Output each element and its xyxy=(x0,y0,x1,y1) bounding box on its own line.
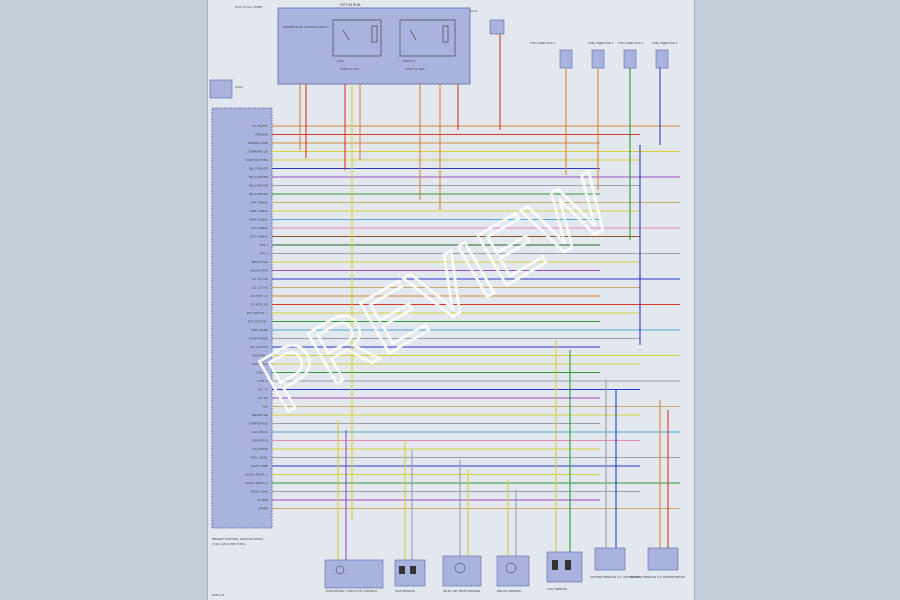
relay-switch-label: SWITCH xyxy=(403,59,415,63)
ecm-pin-label: 5V RTN xyxy=(257,498,268,502)
power-distribution-box xyxy=(277,7,471,85)
ecm-pin-labels: 5V SUPPLY GROUND SENSOR GND TERMINAL 30 IGNI… xyxy=(245,124,269,511)
ecm-pin-label: GEN FIELD xyxy=(252,439,269,443)
svg-text:ELECTRONIC THROTTLE CONTROL: ELECTRONIC THROTTLE CONTROL xyxy=(326,589,378,593)
ecm-pin-label: IGNITION FEED xyxy=(246,158,269,162)
footer-label: PCM 1/3 xyxy=(212,593,224,597)
ecm-pin-label: ECT SIGNAL xyxy=(250,235,268,239)
ecm-pin-label: O2 1/1 SIG xyxy=(252,277,269,281)
sensor-knock: KNOCK SENSOR xyxy=(496,555,530,593)
sensor-o2-downstream: OXYGEN SENSOR 1/2 DOWNSTREAM xyxy=(630,547,685,579)
ecm-pin-label: SPARE xyxy=(258,507,268,511)
hot-in-run-label: HOT IN RUN xyxy=(340,3,361,7)
ecm-pin-label: 5V SUPPLY xyxy=(252,124,268,128)
ecm-pin-label: MAP SIGNAL xyxy=(250,218,269,222)
ecm-pin-label: OIL PRESS xyxy=(253,447,269,451)
ecm-pin-label: SENSOR GND xyxy=(248,141,269,145)
ground-label: G101 xyxy=(235,85,243,89)
fuel-injector-4: FUEL INJECTOR 4 xyxy=(652,41,678,69)
ecm-pin-label: IAT SIGNAL xyxy=(251,226,268,230)
ecm-pin-label: KNOCK SIG xyxy=(251,260,268,264)
ecm-pin-label: ASD RELAY xyxy=(251,430,268,434)
ecm-pin-label: CAN C+ xyxy=(256,371,268,375)
engine-control-module xyxy=(211,107,273,529)
ecm-pin-label: O2 1/2 SIG xyxy=(252,286,269,290)
fuel-injector-3: FUEL INJECTOR 3 xyxy=(618,41,644,69)
hot-at-all-times-label: HOT AT ALL TIMES xyxy=(235,5,263,9)
ecm-pin-label: CKP SIGNAL xyxy=(250,201,268,205)
svg-text:CAM SENSOR: CAM SENSOR xyxy=(547,587,567,591)
ecm-pin-label: STARTER RLY xyxy=(249,422,269,426)
ecm-pin-label: PEDAL GND xyxy=(250,490,268,494)
powertrain-relay: COIL POWERTRAIN CONTROL RELAY xyxy=(283,19,382,63)
module-subtitle: (3.6L) (W/O E85 FUEL) xyxy=(212,542,246,546)
ecm-pin-label: ACCEL PEDAL 1 xyxy=(245,473,268,477)
svg-text:OXYGEN SENSOR 1/2 DOWNSTREAM: OXYGEN SENSOR 1/2 DOWNSTREAM xyxy=(630,575,685,579)
ecm-pin-label: SCI TX xyxy=(258,388,268,392)
svg-text:MAP SENSOR: MAP SENSOR xyxy=(395,589,415,593)
splice-box xyxy=(489,19,505,35)
splice-label: S131 xyxy=(470,9,478,13)
secondary-relay: SWITCH xyxy=(399,19,456,63)
svg-text:FUEL INJECTOR 4: FUEL INJECTOR 4 xyxy=(652,41,678,45)
svg-text:FUEL INJECTOR 3: FUEL INJECTOR 3 xyxy=(618,41,644,45)
ecm-pin-label: ACCEL PEDAL 2 xyxy=(245,481,268,485)
ecm-pin-label: INJ 2 DRIVER xyxy=(249,175,268,179)
relay-coil-label: COIL xyxy=(337,59,344,63)
ecm-pin-label: TERMINAL 30 xyxy=(247,150,268,154)
ecm-pin-label: RAD FAN 2 xyxy=(252,362,268,366)
svg-text:FUEL INJECTOR 2: FUEL INJECTOR 2 xyxy=(588,41,614,45)
svg-text:FUEL INJECTOR 1: FUEL INJECTOR 1 xyxy=(530,41,556,45)
relay-title-label: POWERTRAIN CONTROL RELAY xyxy=(283,25,329,29)
ecm-pin-label: O2 HTR 1/2 xyxy=(251,303,268,307)
sensor-throttle: ELECTRONIC THROTTLE CONTROL xyxy=(324,559,384,593)
ecm-pin-label: BRAKE SW xyxy=(252,413,268,417)
ecm-pin-label: RAD FAN 1 xyxy=(252,354,268,358)
ecm-pin-label: A/C CLUTCH xyxy=(250,345,268,349)
ecm-pin-label: INJ 1 DRIVER xyxy=(249,167,268,171)
fuel-injector-2: FUEL INJECTOR 2 xyxy=(588,41,614,69)
ecm-pin-label: VSS xyxy=(262,405,268,409)
ecm-pin-label: CAN C- xyxy=(257,379,268,383)
ecm-pin-label: SCI RX xyxy=(258,396,268,400)
fuse-b-label: FUSE 21 10A xyxy=(405,67,425,71)
ecm-pin-label: EVAP PURGE xyxy=(249,337,268,341)
ecm-pin-label: GROUND xyxy=(254,133,268,137)
ecm-pin-label: O2 HTR 1/1 xyxy=(251,294,268,298)
fuel-injector-1: FUEL INJECTOR 1 xyxy=(530,41,573,69)
ecm-pin-label: TPS 2 xyxy=(259,252,268,256)
ecm-pin-label: ETC MOTOR + xyxy=(247,311,269,315)
ecm-pin-label: FUEL LEVEL xyxy=(250,456,268,460)
ecm-pin-label: BATT TEMP xyxy=(251,464,268,468)
ecm-pin-label: FUEL PUMP xyxy=(251,328,268,332)
ground-box xyxy=(209,79,233,99)
ecm-pin-label: INJ 4 DRIVER xyxy=(249,192,268,196)
sensor-map: MAP SENSOR xyxy=(394,559,426,593)
ecm-pin-label: TPS 1 xyxy=(259,243,268,247)
ecm-pin-label: KNOCK RTN xyxy=(250,269,268,273)
fuse-a-label: FUSE 19 15A xyxy=(340,67,360,71)
svg-text:INLET AIR TEMP SENSOR: INLET AIR TEMP SENSOR xyxy=(443,589,480,593)
sensor-iat: INLET AIR TEMP SENSOR xyxy=(442,555,482,593)
ecm-pin-label: INJ 3 DRIVER xyxy=(249,184,268,188)
wire-harness xyxy=(272,34,680,560)
sensor-o2-upstream: OXYGEN SENSOR 1/1 UPSTREAM xyxy=(590,547,639,579)
ecm-pin-label: CMP SIGNAL xyxy=(249,209,268,213)
svg-text:KNOCK SENSOR: KNOCK SENSOR xyxy=(497,589,521,593)
ecm-pin-label: ETC MOTOR - xyxy=(248,320,268,324)
module-title: ENGINE CONTROL MODULE (ECM) xyxy=(212,537,263,541)
svg-text:OXYGEN SENSOR 1/1 UPSTREAM: OXYGEN SENSOR 1/1 UPSTREAM xyxy=(590,575,639,579)
sensor-cam: CAM SENSOR xyxy=(546,551,583,591)
